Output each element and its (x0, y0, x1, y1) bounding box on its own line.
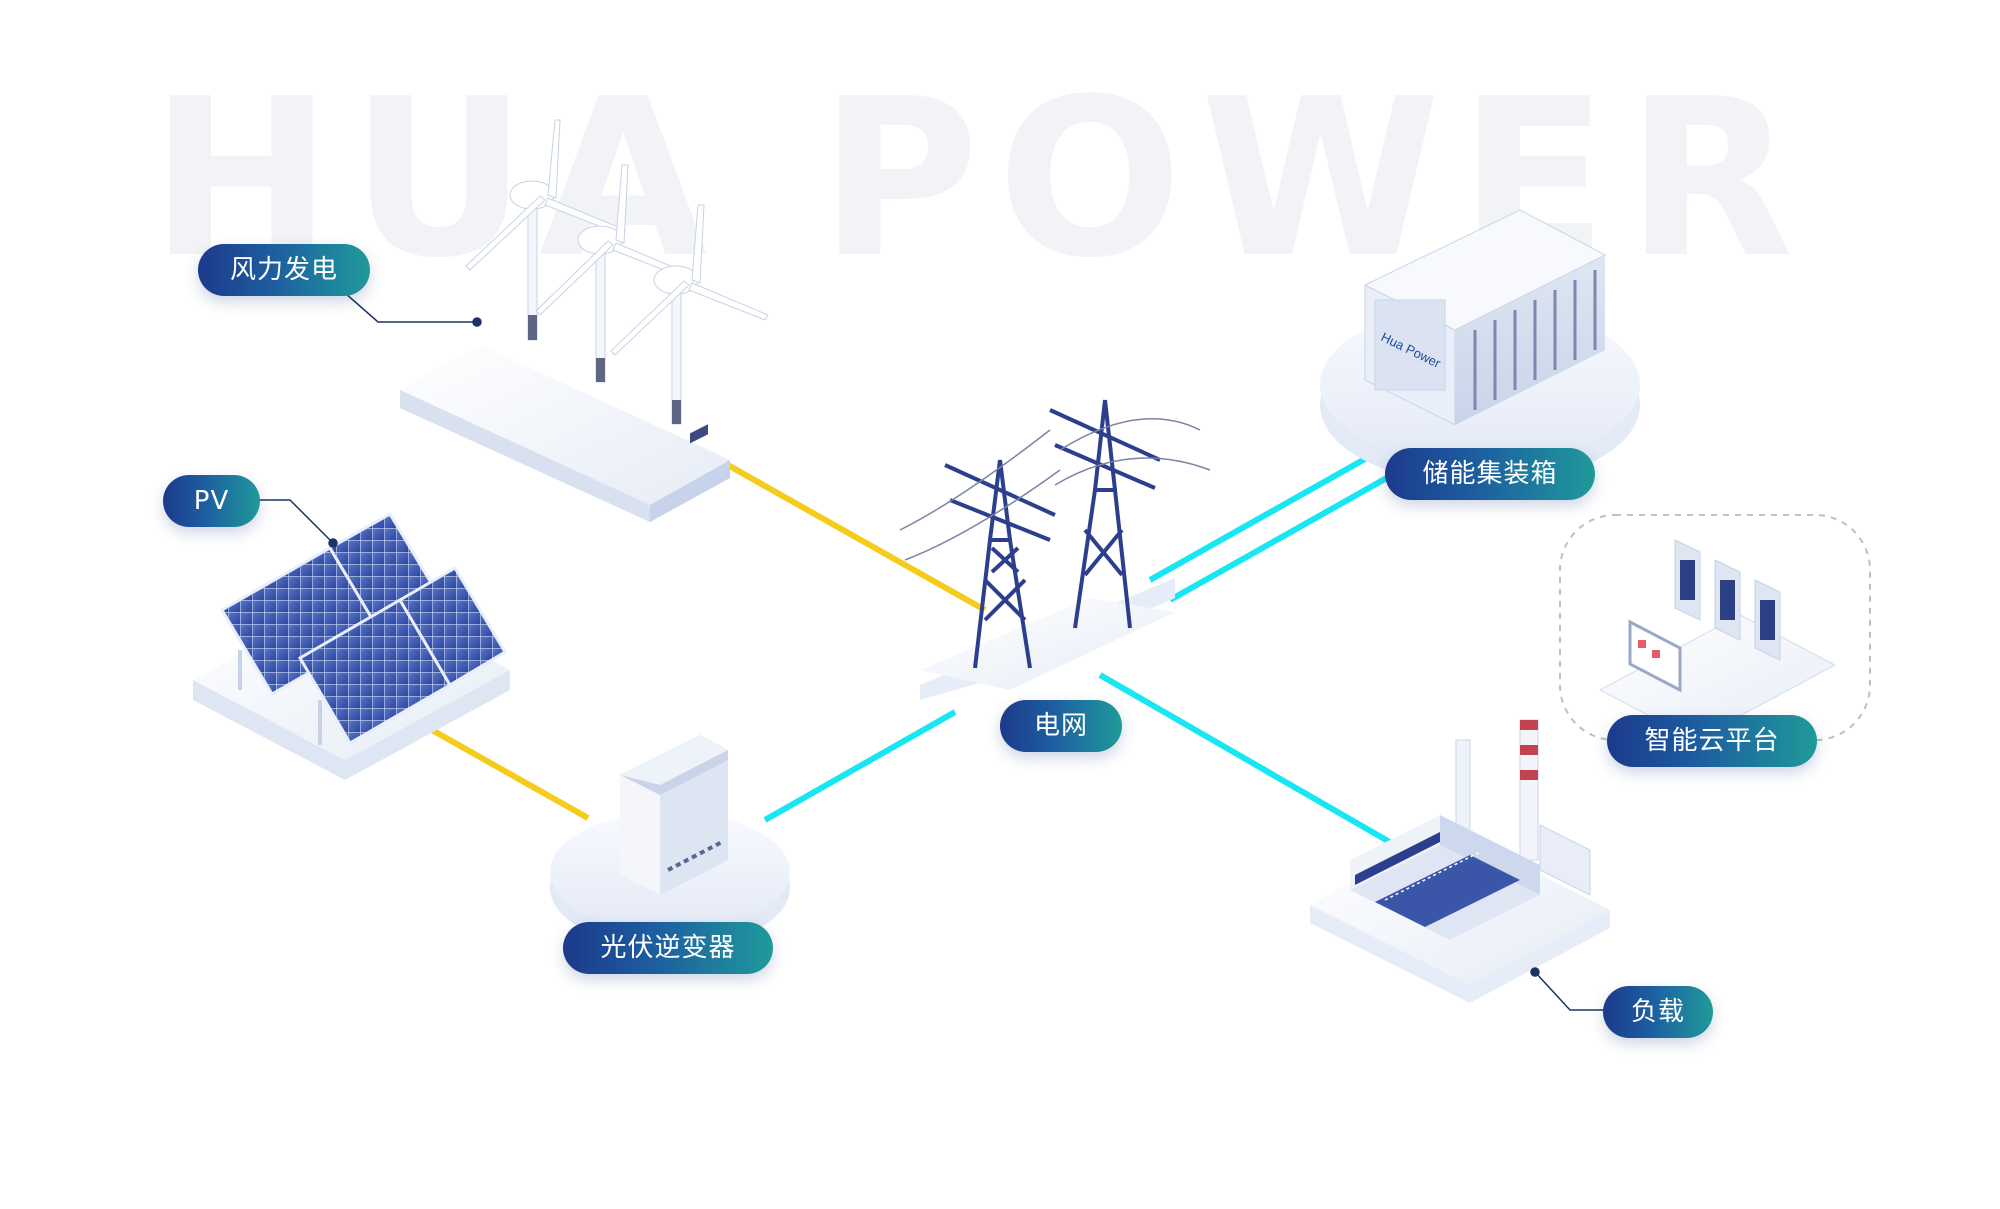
solar-array-icon (193, 511, 510, 780)
wind-grid-link (708, 452, 987, 613)
connection-lines (430, 452, 1402, 851)
label-storage: 储能集装箱 (1385, 448, 1595, 500)
label-inverter: 光伏逆变器 (563, 922, 773, 974)
grid-load-link (1098, 672, 1402, 851)
label-wind-power: 风力发电 (198, 244, 370, 296)
factory-icon (1310, 719, 1610, 1003)
cloud-platform-icon (1559, 514, 1871, 741)
leader-lines (255, 292, 1612, 1011)
storage-container-icon: Hua Power (1320, 209, 1640, 485)
label-cloud-platform: 智能云平台 (1607, 715, 1817, 767)
grid-storage-link-2 (1168, 472, 1394, 603)
inverter-grid-link (763, 709, 957, 823)
label-grid: 电网 (1000, 700, 1122, 752)
pv-inverter-link (430, 727, 590, 821)
cloud-dashed-frame (1559, 514, 1871, 741)
inverter-icon (550, 424, 790, 948)
transmission-tower-icon (899, 399, 1211, 700)
label-load: 负载 (1603, 986, 1713, 1038)
grid-storage-link-1 (1148, 452, 1374, 583)
label-pv: PV (163, 475, 260, 527)
wind-farm-icon (400, 119, 769, 522)
